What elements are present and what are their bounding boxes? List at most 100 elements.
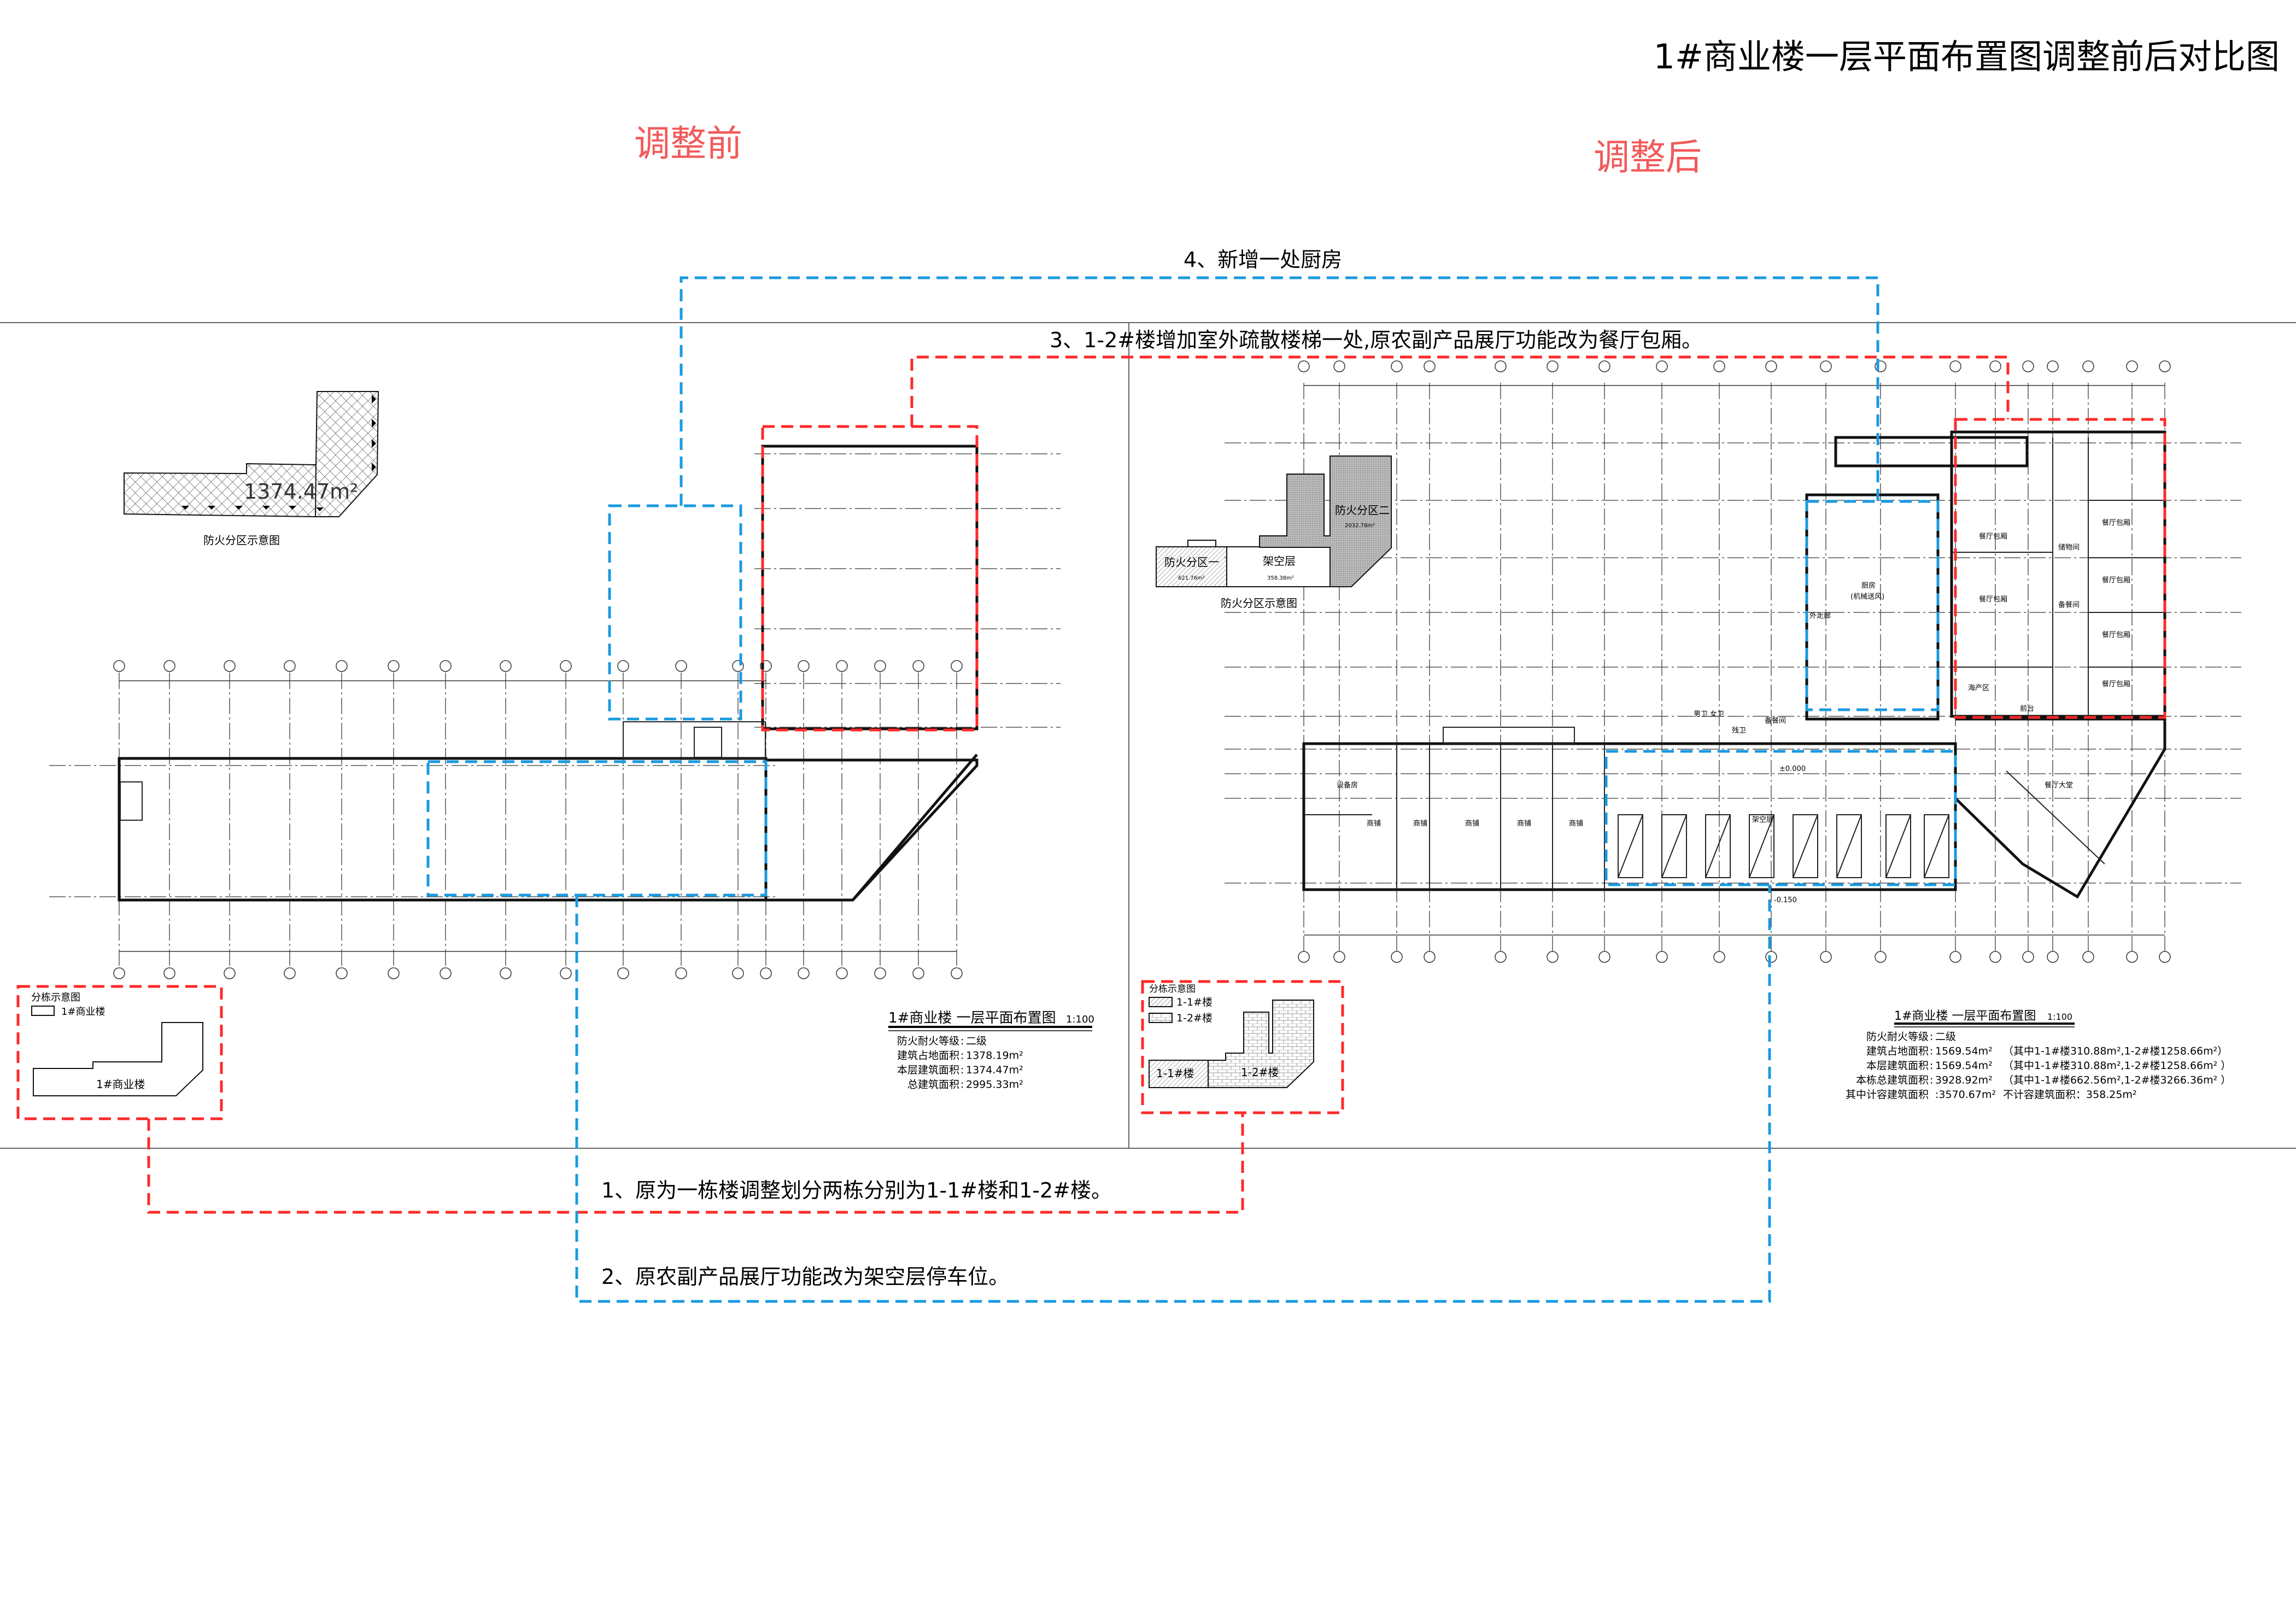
axis-bubble: [1656, 951, 1668, 963]
axis-bubble: [284, 660, 296, 672]
info-value: 二级: [966, 1035, 987, 1047]
room-label-lobby: 餐厅大堂: [2045, 781, 2073, 790]
before-fire-zone-diagram: 1374.47m² 防火分区示意图: [124, 391, 379, 547]
plan-scale: 1:100: [1066, 1014, 1094, 1025]
room-label-pilotis: 架空层: [1752, 816, 1773, 824]
axis-bubble: [760, 660, 772, 672]
room-label-female_wc: 女卫: [1710, 710, 1724, 718]
axis-bubble: [1547, 360, 1559, 372]
parking-stall-diagonal: [1661, 814, 1687, 878]
legend-item: 1#商业楼: [61, 1006, 106, 1018]
axis-bubble: [798, 967, 810, 979]
room-label-pantry: 备餐间: [1765, 716, 1786, 725]
axis-bubble: [500, 967, 512, 979]
legend-shape-1-1: 1-1#楼: [1156, 1067, 1194, 1080]
annotation-3: 3、1-2#楼增加室外疏散楼梯一处,原农副产品展厅功能改为餐厅包厢。: [1050, 328, 1702, 352]
legend-item-1-1: 1-1#楼: [1176, 996, 1213, 1008]
axis-bubble: [1949, 360, 1961, 372]
axis-bubble: [1298, 951, 1310, 963]
axis-bubble: [1713, 951, 1725, 963]
axis-bubble: [912, 660, 924, 672]
axis-bubble: [113, 967, 125, 979]
info-label: 防火耐火等级: [1866, 1031, 1929, 1043]
axis-bubble: [1333, 360, 1345, 372]
axis-bubble: [1495, 360, 1507, 372]
pilotis-zone-area: 358.38m²: [1267, 575, 1294, 581]
after-fire-zone-diagram: 防火分区一 621.76m² 架空层 358.38m² 防火分区二 2032.7…: [1156, 455, 1392, 610]
room-label-shop: 商铺: [1517, 820, 1531, 828]
room-label-corridor: 外走廊: [1809, 611, 1831, 620]
fire-zone-1-area: 621.76m²: [1178, 575, 1205, 581]
parking-stall: [1885, 814, 1911, 878]
info-label: 防火耐火等级: [897, 1035, 959, 1047]
axis-bubble: [224, 660, 236, 672]
after-label: 调整后: [1594, 136, 1702, 178]
before-plan-info: 1#商业楼 一层平面布置图 1:100 防火耐火等级:二级建筑占地面积:1378…: [888, 1010, 1094, 1091]
info-value: 二级: [1935, 1031, 1956, 1043]
info-note: （其中1-1#楼662.56m²,1-2#楼3266.36m² ）: [2003, 1074, 2231, 1086]
room-label-male_wc: 男卫: [1694, 710, 1708, 718]
axis-bubble: [2047, 951, 2059, 963]
axis-bubble: [500, 660, 512, 672]
axis-bubble: [1765, 360, 1777, 372]
axis-bubble: [1949, 951, 1961, 963]
axis-bubble: [1875, 360, 1887, 372]
before-fire-zone-area: 1374.47m²: [244, 480, 358, 504]
info-value: 2995.33m²: [966, 1079, 1023, 1091]
room-label-shop: 商铺: [1367, 820, 1381, 828]
info-value: 1569.54m²: [1935, 1045, 1993, 1058]
room-label-kitchen: 厨房: [1861, 581, 1876, 590]
after-fire-zone-caption: 防火分区示意图: [1221, 597, 1297, 610]
axis-bubble: [760, 967, 772, 979]
parking-stall-diagonal: [1885, 814, 1911, 878]
axis-bubble: [1333, 951, 1345, 963]
axis-bubble: [1875, 951, 1887, 963]
axis-bubble: [836, 660, 848, 672]
parking-stall: [1661, 814, 1687, 878]
info-note: （其中1-1#楼310.88m²,1-2#楼1258.66m²）: [2003, 1045, 2228, 1058]
before-building-legend: 分栋示意图 1#商业楼 1#商业楼: [31, 992, 203, 1096]
axis-bubble: [336, 967, 348, 979]
room-label-private_room: 餐厅包厢: [2102, 576, 2130, 585]
after-plan-info: 1#商业楼 一层平面布置图 1:100 防火耐火等级:二级建筑占地面积:1569…: [1846, 1009, 2231, 1101]
axis-bubble: [440, 660, 452, 672]
info-colon: :: [960, 1035, 964, 1047]
axis-bubble: [1820, 951, 1832, 963]
info-label: 总建筑面积: [907, 1079, 959, 1091]
axis-bubble: [224, 967, 236, 979]
info-note: 不计容建筑面积：358.25m²: [2003, 1089, 2137, 1101]
info-colon: :: [960, 1050, 964, 1062]
annotation-2: 2、原农副产品展厅功能改为架空层停车位。: [601, 1265, 1009, 1289]
legend-swatch: [31, 1006, 55, 1016]
parking-stall-diagonal: [1924, 814, 1949, 878]
before-fire-zone-caption: 防火分区示意图: [203, 534, 280, 547]
fire-zone-2-area: 2032.78m²: [1345, 523, 1375, 529]
room-label-pantry: 备餐间: [2058, 600, 2080, 609]
fire-zone-2-label: 防火分区二: [1335, 504, 1390, 517]
annotation-1: 1、原为一栋楼调整划分两栋分别为1-1#楼和1-2#楼。: [601, 1178, 1112, 1202]
axis-bubble: [836, 967, 848, 979]
room-label-storage: 储物间: [2058, 544, 2080, 552]
info-colon: :: [1930, 1031, 1933, 1043]
axis-bubble: [2159, 951, 2171, 963]
axis-bubble: [163, 660, 175, 672]
after-building-legend: 分栋示意图 1-1#楼 1-2#楼 1-1#楼 1-2#楼: [1149, 984, 1314, 1088]
axis-bubble: [1656, 360, 1668, 372]
axis-bubble: [617, 967, 629, 979]
axis-bubble: [1989, 360, 2001, 372]
room-label-private_room: 餐厅包厢: [2102, 680, 2130, 688]
parking-stall-diagonal: [1836, 814, 1862, 878]
room-label-elev_neg: -0.150: [1774, 896, 1797, 904]
axis-bubble: [560, 660, 572, 672]
axis-bubble: [2126, 951, 2138, 963]
info-colon: :: [1930, 1074, 1933, 1086]
axis-bubble: [284, 967, 296, 979]
room-label-private_room: 餐厅包厢: [2102, 630, 2130, 639]
sheet-title: 1#商业楼一层平面布置图调整前后对比图: [1654, 37, 2280, 77]
axis-bubble: [2022, 951, 2034, 963]
after-floor-plan: 厨房(机械送风)外走廊餐厅包厢餐厅包厢餐厅包厢餐厅包厢餐厅包厢餐厅包厢储物间备餐…: [1302, 430, 2166, 904]
room-label-private_room: 餐厅包厢: [1979, 532, 2007, 541]
info-label: 本栋总建筑面积: [1856, 1074, 1929, 1086]
axis-bubble: [798, 660, 810, 672]
info-value: 1378.19m²: [966, 1050, 1023, 1062]
